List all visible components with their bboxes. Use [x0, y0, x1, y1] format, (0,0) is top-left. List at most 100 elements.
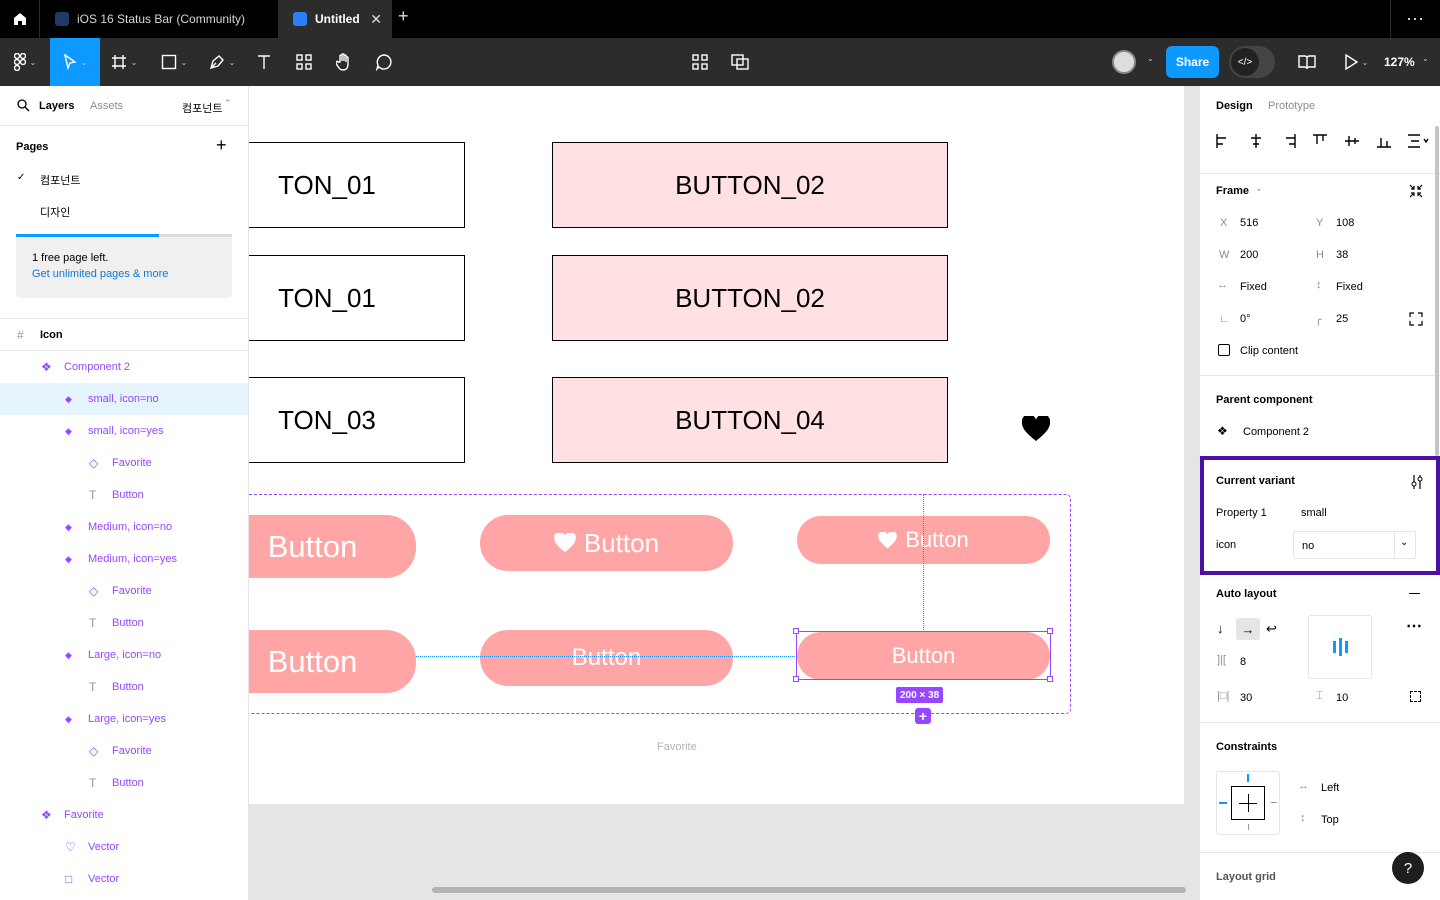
- layer-row[interactable]: ❖Favorite: [0, 799, 248, 831]
- resize-handle[interactable]: [1047, 676, 1053, 682]
- constraint-right-indicator[interactable]: [1271, 802, 1277, 803]
- zoom-level[interactable]: 127%: [1384, 55, 1415, 69]
- horizontal-padding-input[interactable]: 30: [1240, 692, 1253, 704]
- vertical-direction-icon[interactable]: ↓: [1217, 621, 1224, 636]
- corner-radius-input[interactable]: 25: [1336, 313, 1349, 325]
- wrap-icon[interactable]: ↩: [1266, 621, 1277, 636]
- dev-mode-toggle[interactable]: </>: [1229, 46, 1275, 78]
- button-frame[interactable]: TON_01: [249, 255, 465, 341]
- upgrade-link[interactable]: Get unlimited pages & more: [32, 268, 169, 280]
- tab-layers[interactable]: Layers: [39, 100, 75, 112]
- component-set-frame[interactable]: [249, 494, 1071, 714]
- align-center-v-icon[interactable]: [1345, 134, 1359, 148]
- button-frame[interactable]: BUTTON_02: [552, 255, 948, 341]
- button-variant-large[interactable]: Button: [249, 630, 416, 693]
- button-variant-large[interactable]: Button: [249, 515, 416, 578]
- layer-row[interactable]: ❖Component 2: [0, 351, 248, 383]
- adjust-icon[interactable]: [1410, 474, 1424, 490]
- close-tab-icon[interactable]: ✕: [370, 11, 382, 27]
- home-button[interactable]: [0, 0, 40, 38]
- layer-row[interactable]: ◆small, icon=yes: [0, 415, 248, 447]
- horizontal-direction-icon[interactable]: →: [1236, 618, 1260, 640]
- tab-untitled[interactable]: Untitled ✕: [279, 0, 392, 38]
- x-input[interactable]: 516: [1240, 217, 1259, 229]
- alignment-grid[interactable]: [1308, 615, 1372, 679]
- layer-row[interactable]: ◆Medium, icon=no: [0, 511, 248, 543]
- individual-padding-icon[interactable]: [1410, 691, 1421, 702]
- vertical-scrollbar[interactable]: [1435, 126, 1439, 456]
- tab-ios-status-bar[interactable]: iOS 16 Status Bar (Community): [41, 0, 279, 38]
- independent-corners-icon[interactable]: [1409, 312, 1423, 326]
- resize-handle[interactable]: [793, 628, 799, 634]
- layer-row[interactable]: ♡Vector: [0, 831, 248, 863]
- y-input[interactable]: 108: [1336, 217, 1355, 229]
- more-menu-icon[interactable]: ⋯: [1390, 0, 1440, 38]
- add-variant-button[interactable]: +: [915, 708, 931, 724]
- layer-row[interactable]: ◆Large, icon=no: [0, 639, 248, 671]
- move-tool-button[interactable]: ⌄: [50, 38, 100, 86]
- shape-tool-button[interactable]: ⌄: [154, 38, 194, 86]
- share-button[interactable]: Share: [1166, 46, 1219, 78]
- collapse-icon[interactable]: [1409, 184, 1423, 198]
- vertical-constraint-select[interactable]: Top: [1321, 814, 1339, 826]
- layout-grid-title[interactable]: Layout grid: [1216, 871, 1276, 883]
- page-item[interactable]: 디자인: [40, 207, 71, 219]
- horizontal-resizing-select[interactable]: Fixed: [1240, 281, 1267, 293]
- present-button[interactable]: ⌄: [1338, 38, 1374, 86]
- horizontal-scrollbar[interactable]: [432, 887, 1186, 893]
- resize-handle[interactable]: [793, 676, 799, 682]
- constraint-left-indicator[interactable]: [1219, 802, 1227, 804]
- vertical-padding-input[interactable]: 10: [1336, 692, 1349, 704]
- tab-prototype[interactable]: Prototype: [1268, 100, 1316, 112]
- layer-row[interactable]: ◆Large, icon=yes: [0, 703, 248, 735]
- layer-row[interactable]: ◇Favorite: [0, 447, 248, 479]
- layer-row[interactable]: ◇Favorite: [0, 735, 248, 767]
- constraint-top-indicator[interactable]: [1247, 774, 1249, 782]
- align-left-icon[interactable]: [1216, 134, 1230, 148]
- new-tab-button[interactable]: +: [398, 6, 409, 26]
- page-switcher[interactable]: 컴포넌트: [182, 103, 223, 115]
- property1-value[interactable]: small: [1301, 507, 1327, 519]
- layer-row[interactable]: #Icon: [0, 319, 248, 351]
- vertical-resizing-select[interactable]: Fixed: [1336, 281, 1363, 293]
- button-variant-medium-icon[interactable]: Button: [480, 515, 733, 571]
- distribute-icon[interactable]: [1408, 134, 1430, 148]
- add-page-button[interactable]: +: [216, 135, 227, 155]
- comment-tool-button[interactable]: [370, 38, 398, 86]
- more-options-icon[interactable]: ⋯: [1406, 618, 1422, 635]
- align-right-icon[interactable]: [1282, 134, 1296, 148]
- button-frame[interactable]: TON_03: [249, 377, 465, 463]
- hand-tool-button[interactable]: [330, 38, 358, 86]
- rotation-input[interactable]: 0°: [1240, 313, 1251, 325]
- layer-row[interactable]: ◆Medium, icon=yes: [0, 543, 248, 575]
- button-variant-medium[interactable]: Button: [480, 630, 733, 686]
- create-component-button[interactable]: [688, 38, 712, 86]
- remove-auto-layout-icon[interactable]: [1409, 593, 1420, 594]
- avatar[interactable]: [1112, 50, 1136, 74]
- frame-title[interactable]: Frame: [1216, 185, 1250, 197]
- parent-component-name[interactable]: Component 2: [1243, 426, 1310, 438]
- resources-button[interactable]: [290, 38, 318, 86]
- mask-button[interactable]: [728, 38, 752, 86]
- align-center-h-icon[interactable]: [1249, 134, 1263, 148]
- text-tool-button[interactable]: [250, 38, 278, 86]
- constraint-bottom-indicator[interactable]: [1248, 824, 1249, 830]
- page-item[interactable]: 컴포넌트: [40, 175, 81, 187]
- width-input[interactable]: 200: [1240, 249, 1259, 261]
- button-frame[interactable]: BUTTON_04: [552, 377, 948, 463]
- resize-handle[interactable]: [1047, 628, 1053, 634]
- layer-row[interactable]: ◆small, icon=no: [0, 383, 248, 415]
- pen-tool-button[interactable]: ⌄: [202, 38, 242, 86]
- layer-row[interactable]: ◇Favorite: [0, 575, 248, 607]
- horizontal-constraint-select[interactable]: Left: [1321, 782, 1340, 794]
- search-icon[interactable]: [17, 99, 30, 112]
- canvas[interactable]: TON_01 BUTTON_02 TON_01 BUTTON_02 TON_03…: [249, 86, 1199, 900]
- main-menu-button[interactable]: ⌄: [0, 38, 50, 86]
- layer-row[interactable]: □Vector: [0, 863, 248, 895]
- button-frame[interactable]: TON_01: [249, 142, 465, 228]
- clip-content-checkbox[interactable]: [1218, 344, 1230, 356]
